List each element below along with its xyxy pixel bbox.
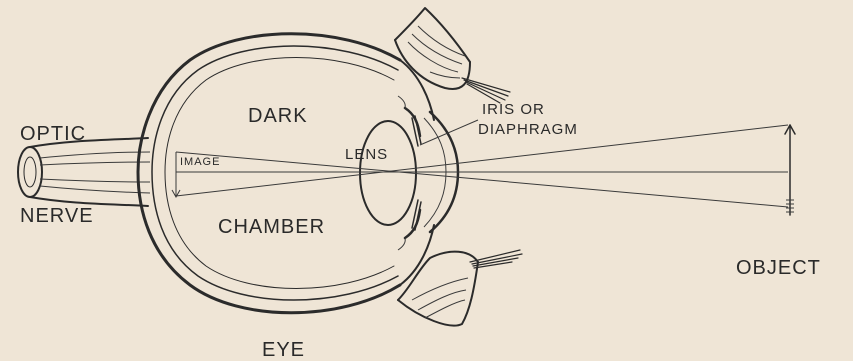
image-label: IMAGE — [180, 156, 220, 168]
nerve-label: NERVE — [20, 205, 94, 227]
iris-label-line1: IRIS OR — [482, 101, 545, 118]
retina-image-marker — [172, 152, 180, 197]
eye-label: EYE — [262, 339, 305, 361]
upper-eyelid — [395, 8, 510, 103]
iris-label-line2: DIAPHRAGM — [478, 121, 578, 138]
object-arrow — [785, 125, 795, 215]
object-label: OBJECT — [736, 257, 821, 279]
dark-label: DARK — [248, 105, 308, 127]
lower-eyelid — [398, 250, 522, 326]
chamber-label: CHAMBER — [218, 216, 325, 238]
lens-label: LENS — [345, 146, 388, 163]
optic-nerve — [18, 138, 150, 206]
optic-label: OPTIC — [20, 123, 86, 145]
